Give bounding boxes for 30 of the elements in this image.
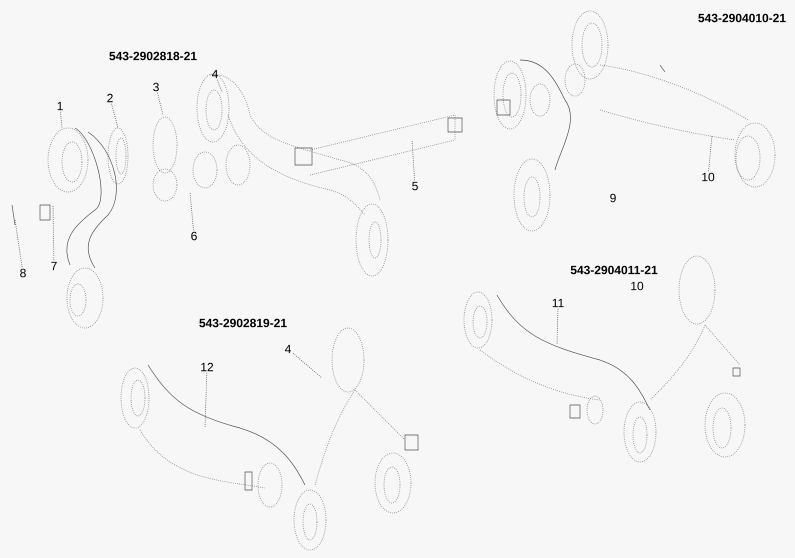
- callout-number: 9: [610, 194, 616, 202]
- leader-line: [204, 372, 208, 428]
- leader-line: [708, 134, 712, 172]
- callout-number: 12: [201, 362, 214, 372]
- callout-number: 2: [107, 94, 113, 102]
- callout-number: 11: [552, 298, 564, 308]
- callout-number: 3: [153, 82, 159, 92]
- leader-line: [60, 111, 62, 128]
- leader-line: [292, 352, 322, 378]
- part-number: 543-2902818-21: [109, 52, 197, 60]
- callout-number: 6: [191, 232, 197, 240]
- part-number: 543-2904010-21: [698, 14, 786, 22]
- callout-number: 4: [212, 70, 218, 78]
- callout-number: 10: [631, 282, 644, 290]
- leader-line: [111, 103, 118, 128]
- callout-number: 4: [284, 344, 291, 354]
- leader-line: [412, 140, 416, 181]
- leader-line: [157, 92, 164, 116]
- callout-number: 10: [702, 172, 714, 182]
- leader-line: [14, 220, 23, 268]
- leader-line: [216, 79, 222, 92]
- callout-number: 5: [412, 182, 418, 190]
- part-number: 543-2904011-21: [570, 266, 658, 274]
- leader-line: [190, 192, 194, 231]
- part-number: 543-2902819-21: [199, 318, 287, 328]
- leader-line: [556, 308, 558, 346]
- callout-number: 8: [20, 268, 26, 278]
- callout-number: 1: [58, 102, 63, 110]
- callout-number: 7: [51, 262, 57, 270]
- leader-line: [52, 204, 54, 261]
